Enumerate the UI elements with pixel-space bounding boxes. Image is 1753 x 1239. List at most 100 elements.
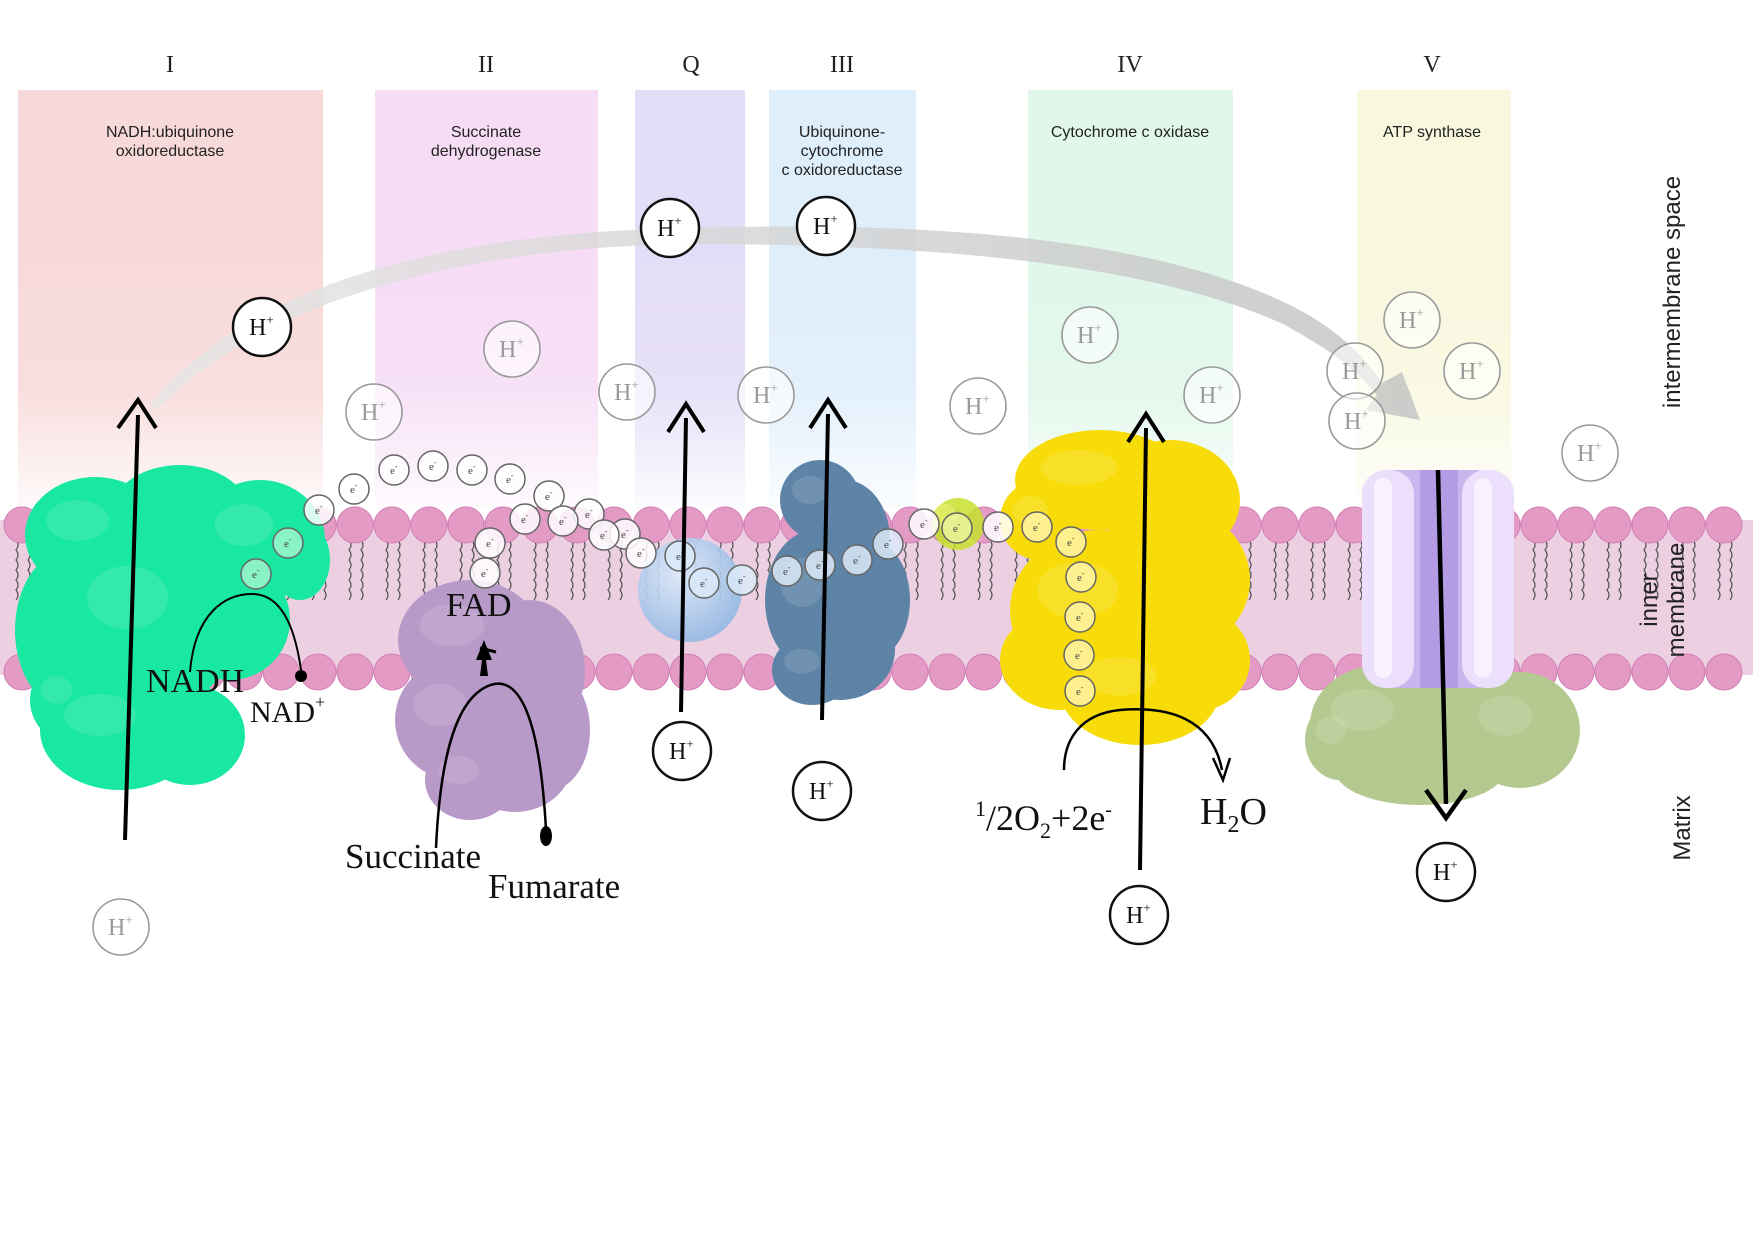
atp-synthase-membrane-domain [1362, 470, 1514, 688]
complex-V-name: ATP synthase [1383, 124, 1481, 141]
complex-II-name-line1: Succinate [451, 124, 521, 141]
oxygen-reaction-arrow [1062, 708, 1232, 784]
svg-text:e-: e- [1076, 683, 1084, 698]
phospholipid-tail [1310, 539, 1314, 601]
complex-II-name-line2: dehydrogenase [431, 143, 541, 160]
complex-IV-numeral: IV [1117, 52, 1143, 78]
phospholipid-head [1298, 653, 1336, 691]
svg-text:e-: e- [700, 575, 708, 590]
electron-circle-icon: e- [338, 473, 370, 505]
phospholipid-tail [989, 539, 993, 601]
phospholipid-head [1261, 653, 1299, 691]
electron-circle-icon: e- [303, 494, 335, 526]
svg-text:e-: e- [1067, 534, 1075, 549]
svg-text:e-: e- [600, 527, 608, 542]
svg-text:e-: e- [853, 552, 861, 567]
phospholipid-head [632, 653, 670, 691]
electron-circle-icon: e- [1064, 675, 1096, 707]
reaction-arrows [189, 592, 1232, 849]
electron-circle-icon: e- [588, 519, 620, 551]
ubiquinone-label: Q [682, 52, 699, 78]
svg-text:e-: e- [350, 481, 358, 496]
electron-circle-icon: e- [841, 544, 873, 576]
electron-circle-icon: e- [804, 549, 836, 581]
electron-circle-icon: e- [726, 564, 758, 596]
phospholipid-tail [1606, 539, 1610, 601]
svg-text:e-: e- [1033, 519, 1041, 534]
phospholipid-tail [15, 539, 19, 601]
protein-lobe [772, 635, 852, 705]
svg-text:e-: e- [1076, 609, 1084, 624]
arrow-up-icon [1126, 410, 1166, 871]
electron-circle-icon: e- [941, 512, 973, 544]
phospholipid-head [928, 653, 966, 691]
electron-circle-icon: e- [982, 511, 1014, 543]
phospholipid-tail [915, 539, 919, 601]
phospholipid-head [669, 653, 707, 691]
phospholipid-head [1520, 506, 1558, 544]
svg-text:e-: e- [1077, 569, 1085, 584]
svg-text:e-: e- [783, 563, 791, 578]
proton-transport-arrows [116, 396, 1468, 871]
phospholipid-tail [1532, 539, 1536, 601]
proton-circle-icon: H+ [1183, 366, 1241, 424]
phospholipid-head [1557, 506, 1595, 544]
succinate-label: Succinate [345, 837, 481, 876]
phospholipid-head [1594, 506, 1632, 544]
phospholipid-head [1705, 506, 1743, 544]
svg-text:e-: e- [738, 572, 746, 587]
atp-synthase [1305, 470, 1580, 805]
phospholipid-head [336, 653, 374, 691]
inner-membrane-label-line2: membrane [1663, 543, 1690, 658]
arrow-up-icon [116, 396, 158, 841]
water-label: H2O [1200, 791, 1267, 838]
phospholipid-tail [1655, 539, 1659, 601]
phospholipid-head [595, 653, 633, 691]
phospholipid-head [1261, 506, 1299, 544]
phospholipid-tail [570, 539, 574, 601]
proton-circle-icon: H+ [737, 366, 795, 424]
phospholipid-head [1668, 653, 1706, 691]
phospholipid-tail [1347, 539, 1351, 601]
phospholipid-tail [385, 539, 389, 601]
svg-text:e-: e- [315, 502, 323, 517]
phospholipid-head [743, 506, 781, 544]
electron-circle-icon: e- [664, 540, 696, 572]
complex-III-protein [765, 460, 910, 705]
phospholipid-head [891, 653, 929, 691]
svg-text:e-: e- [486, 535, 494, 550]
phospholipid-tail [1643, 539, 1647, 601]
phospholipid-tail [1729, 539, 1733, 601]
phospholipid-tail [1285, 539, 1289, 601]
protein-lobe [170, 560, 290, 680]
proton-circle-icon: H+ [1108, 884, 1170, 946]
svg-text:e-: e- [481, 565, 489, 580]
complex-III-name-line1: Ubiquinone- [799, 124, 885, 141]
inner-membrane-label-line1: inner [1636, 573, 1663, 626]
phospholipid-head [965, 653, 1003, 691]
electron-circle-icon: e- [771, 555, 803, 587]
phospholipid-head [336, 506, 374, 544]
phospholipid-tail [977, 539, 981, 601]
electron-circle-icon: e- [456, 454, 488, 486]
complex-II-protein [395, 580, 590, 820]
phospholipid-tail [1692, 539, 1696, 601]
svg-text:e-: e- [429, 458, 437, 473]
electron-circle-icon: e- [1063, 639, 1095, 671]
complex-I-protein [15, 465, 330, 790]
proton-circle-icon: H+ [483, 320, 541, 378]
region-labels: intermembrane space inner membrane Matri… [1636, 176, 1696, 861]
proton-circle-icon: H+ [1383, 291, 1441, 349]
phospholipid-tail [348, 539, 352, 601]
complex-V-numeral: V [1423, 52, 1441, 78]
phospholipid-tail [533, 539, 537, 601]
phospholipid-head [447, 506, 485, 544]
svg-text:e-: e- [1075, 647, 1083, 662]
svg-text:e-: e- [953, 520, 961, 535]
phospholipid-tail [422, 539, 426, 601]
phospholipid-head [669, 506, 707, 544]
complex-I-numeral: I [166, 52, 174, 78]
phospholipid-tail [1581, 539, 1585, 601]
phospholipid-head [1557, 653, 1595, 691]
complex-III-name-line2: cytochrome [801, 143, 884, 160]
